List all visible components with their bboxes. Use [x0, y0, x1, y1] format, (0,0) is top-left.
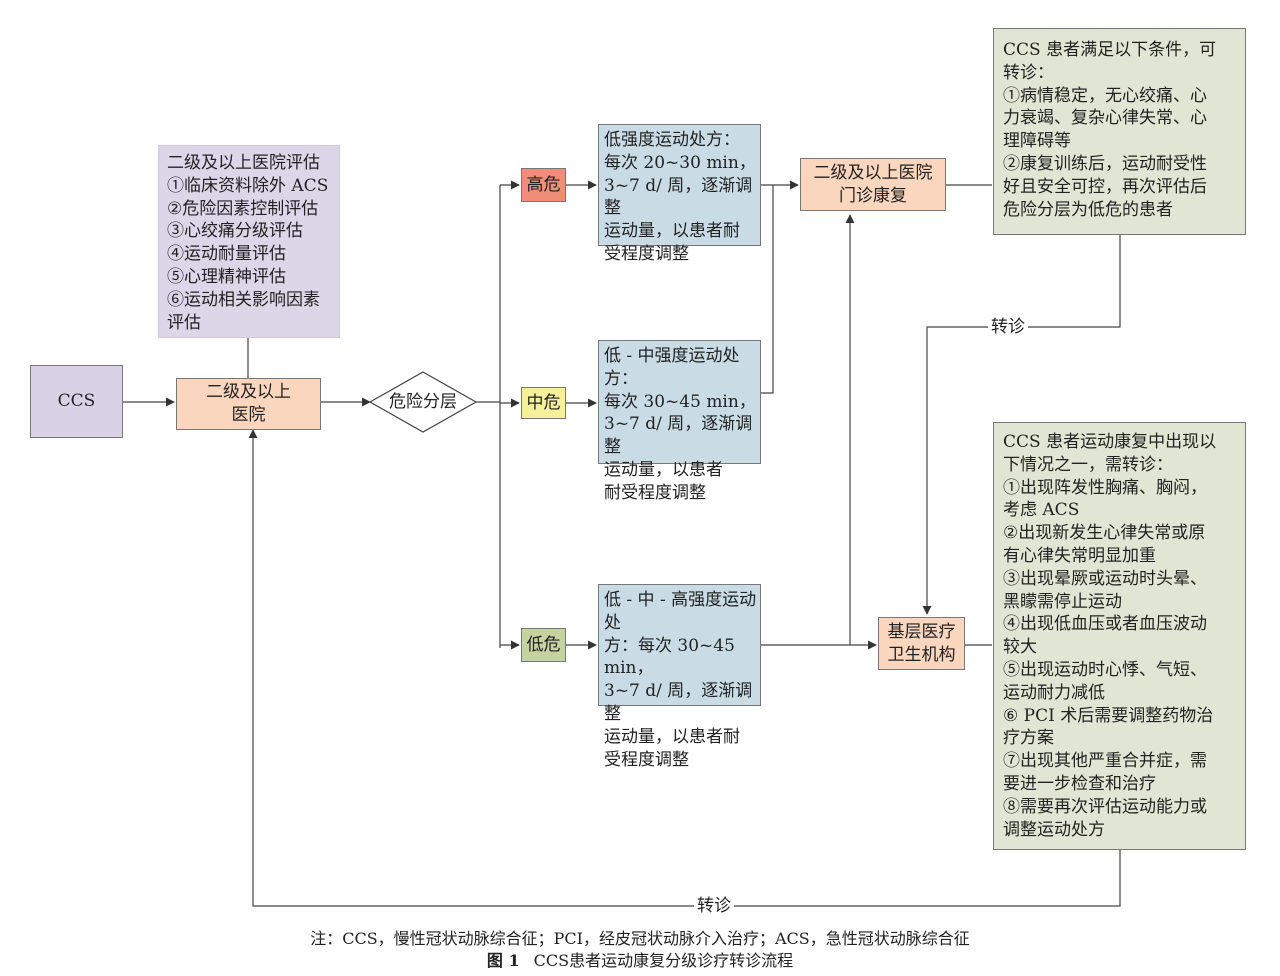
- edge-presc-merge: [761, 184, 774, 394]
- ccs-node: CCS: [30, 365, 123, 438]
- upward-referral-conditions: CCS 患者运动康复中出现以 下情况之一，需转诊： ①出现阵发性胸痛、胸闷， 考…: [993, 422, 1246, 850]
- risk-diamond: [368, 371, 478, 433]
- outpatient-node: 二级及以上医院 门诊康复: [800, 158, 946, 211]
- assessment-node: 二级及以上医院评估 ①临床资料除外 ACS ②危险因素控制评估 ③心绞痛分级评估…: [158, 145, 340, 338]
- primary-care-node: 基层医疗 卫生机构: [878, 617, 965, 670]
- low-risk-node: 低危: [521, 628, 566, 662]
- figure-title: CCS患者运动康复分级诊疗转诊流程: [533, 951, 794, 970]
- figure-number: 图 1: [486, 951, 520, 970]
- high-risk-node: 高危: [521, 168, 566, 202]
- edge-referral-up: [248, 429, 1121, 907]
- referral-up-label: 转诊: [694, 896, 734, 916]
- downward-referral-conditions: CCS 患者满足以下条件，可 转诊： ①病情稳定，无心绞痛、心 力衰竭、复杂心律…: [993, 28, 1246, 235]
- referral-down-label: 转诊: [988, 317, 1028, 337]
- hospital-node: 二级及以上 医院: [176, 378, 321, 430]
- risk-node: 危险分层: [389, 391, 457, 412]
- prescription-mid: 低 - 中强度运动处方： 每次 30~45 min， 3~7 d/ 周，逐渐调整…: [598, 340, 761, 503]
- edge-risk-branch: [476, 185, 501, 648]
- figure-note: 注：CCS，慢性冠状动脉综合征；PCI，经皮冠状动脉介入治疗；ACS，急性冠状动…: [310, 929, 970, 948]
- mid-risk-node: 中危: [521, 387, 566, 419]
- figure-caption: 图 1 CCS患者运动康复分级诊疗转诊流程: [0, 947, 1280, 971]
- prescription-high: 低强度运动处方： 每次 20~30 min， 3~7 d/ 周，逐渐调整 运动量…: [598, 124, 761, 264]
- prescription-low: 低 - 中 - 高强度运动处 方：每次 30~45 min， 3~7 d/ 周，…: [598, 584, 761, 770]
